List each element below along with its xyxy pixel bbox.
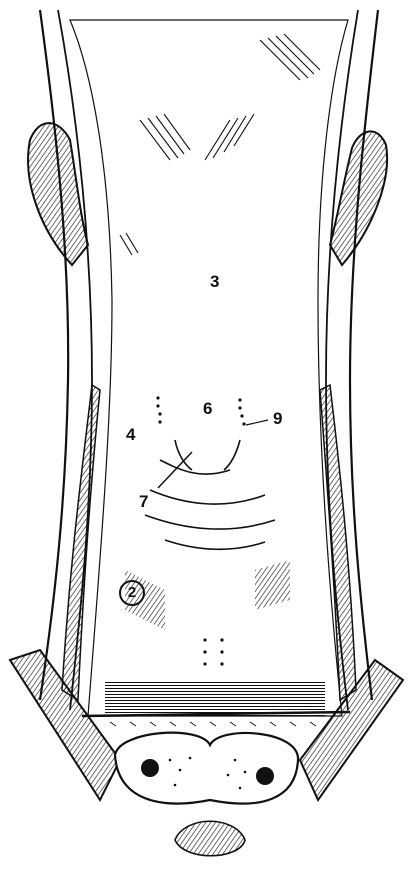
label-6: 6 (203, 400, 212, 417)
dotted-markers (156, 396, 245, 665)
cut-edge-marks (110, 722, 316, 726)
label-2-circled: 2 (119, 580, 145, 606)
right-canal (256, 767, 274, 785)
bottom-fragment (175, 821, 245, 856)
upper-fold-hatching (120, 34, 320, 255)
central-membrane (70, 20, 348, 716)
label-3: 3 (210, 273, 219, 290)
label-7: 7 (139, 493, 148, 510)
label-7-leader (158, 452, 192, 488)
left-muscle-strip (62, 385, 100, 700)
label-9: 9 (273, 410, 282, 427)
right-skin-edge (350, 10, 378, 700)
label-9-leader (246, 420, 268, 425)
left-canal (141, 759, 159, 777)
left-ear (28, 123, 88, 265)
lower-hatched-band (105, 680, 325, 716)
left-skin-edge (40, 10, 68, 700)
lower-right-hatching (255, 560, 290, 610)
label-4: 4 (126, 426, 135, 443)
central-folds (145, 440, 275, 549)
